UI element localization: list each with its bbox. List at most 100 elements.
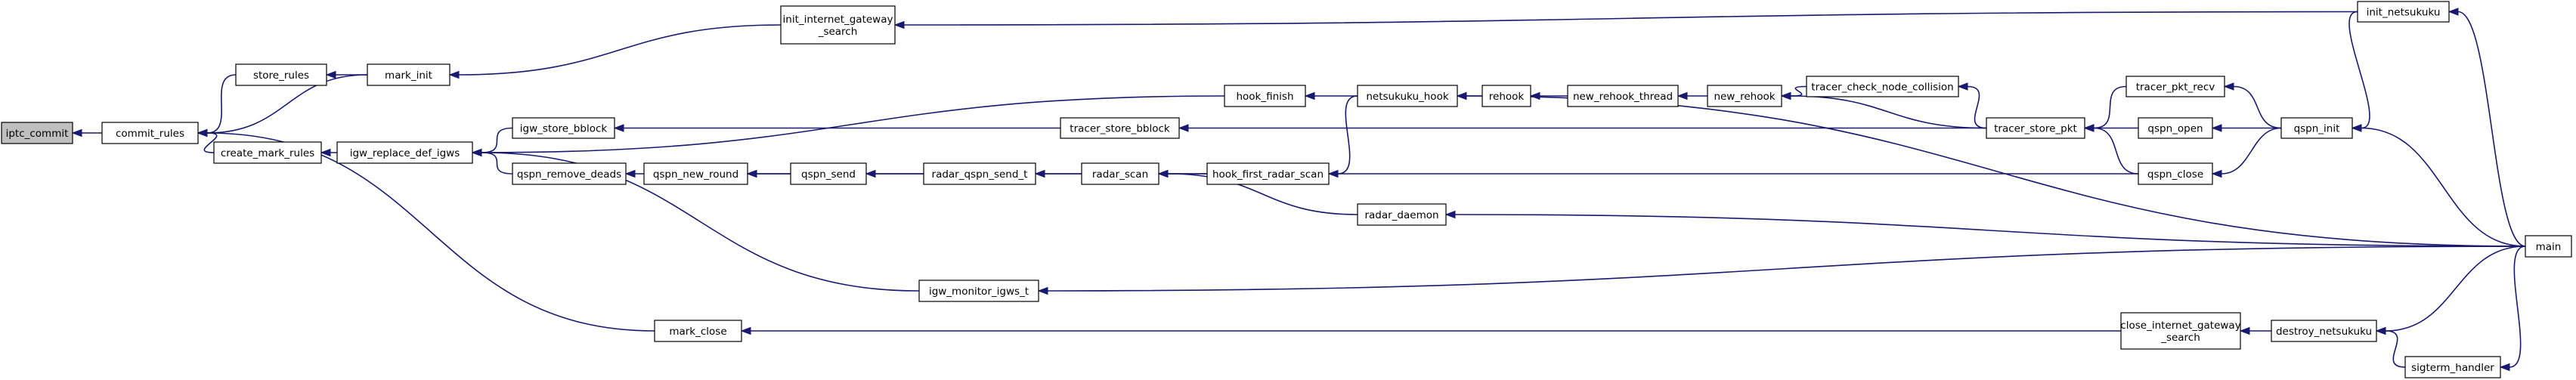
edge-igw-store-bblock-to-igw-replace-def-igws — [481, 127, 513, 153]
node-tracer-check-node-collision[interactable]: tracer_check_node_collision — [1806, 76, 1959, 97]
node-box — [1357, 85, 1458, 107]
node-hook-first-radar-scan[interactable]: hook_first_radar_scan — [1206, 162, 1330, 185]
node-netsukuku-hook[interactable]: netsukuku_hook — [1357, 85, 1458, 107]
node-commit-rules[interactable]: commit_rules — [101, 122, 199, 144]
node-qspn-init[interactable]: qspn_init — [2280, 117, 2353, 139]
edge-arrowhead — [624, 169, 636, 178]
node-box — [643, 162, 748, 185]
edge-arrowhead — [2083, 124, 2095, 132]
edge-arrowhead — [2223, 82, 2234, 91]
edge-arrowhead — [2239, 326, 2250, 335]
node-label: qspn_init — [2294, 123, 2340, 135]
node-sigterm-handler[interactable]: sigterm_handler — [2404, 356, 2501, 378]
node-box — [512, 117, 615, 139]
edge-arrowhead — [471, 148, 482, 157]
edge-arrowhead — [1677, 91, 1688, 100]
node-mark-init[interactable]: mark_init — [367, 63, 450, 86]
edge-arrowhead — [325, 70, 336, 79]
node-igw-replace-def-igws[interactable]: igw_replace_def_igws — [336, 141, 473, 164]
node-iptc-commit[interactable]: iptc_commit — [1, 122, 73, 144]
edge-arrowhead — [1456, 91, 1467, 100]
node-new-rehook[interactable]: new_rehook — [1707, 85, 1782, 107]
node-label: init_internet_gateway — [783, 14, 893, 26]
node-tracer-pkt-recv[interactable]: tracer_pkt_recv — [2126, 76, 2225, 97]
node-radar-scan[interactable]: radar_scan — [1081, 162, 1160, 185]
node-radar-qspn-send-t[interactable]: radar_qspn_send_t — [923, 162, 1036, 185]
edge-arrowhead — [71, 128, 82, 137]
node-qspn-new-round[interactable]: qspn_new_round — [643, 162, 748, 185]
node-box — [1482, 85, 1531, 107]
node-box — [1567, 85, 1679, 107]
node-label: tracer_store_bblock — [1070, 123, 1170, 135]
edge-main-to-igw-monitor-igws-t — [1047, 246, 2526, 292]
edge-main-to-radar-daemon — [1454, 214, 2526, 247]
edge-init-netsukuku-to-init-internet-gateway-search — [903, 11, 2358, 26]
node-box — [2120, 312, 2241, 350]
node-qspn-open[interactable]: qspn_open — [2138, 117, 2213, 139]
node-box — [790, 162, 867, 185]
node-igw-store-bblock[interactable]: igw_store_bblock — [512, 117, 615, 139]
edge-arrowhead — [197, 128, 208, 137]
node-label: init_netsukuku — [2367, 7, 2441, 19]
node-qspn-close[interactable]: qspn_close — [2138, 162, 2213, 185]
node-radar-daemon[interactable]: radar_daemon — [1357, 203, 1447, 226]
node-box — [2280, 117, 2353, 139]
node-label: radar_daemon — [1364, 209, 1438, 221]
edge-arrowhead — [1780, 91, 1791, 100]
node-tracer-store-pkt[interactable]: tracer_store_pkt — [1986, 117, 2085, 139]
node-label: igw_replace_def_igws — [350, 147, 460, 159]
node-label: create_mark_rules — [221, 147, 314, 159]
node-box — [780, 5, 896, 45]
node-box — [235, 63, 327, 86]
node-label: _search — [818, 26, 858, 38]
node-label: iptc_commit — [6, 128, 69, 140]
node-create-mark-rules[interactable]: create_mark_rules — [213, 141, 322, 164]
node-box — [512, 162, 627, 185]
node-hook-finish[interactable]: hook_finish — [1224, 85, 1306, 107]
node-new-rehook-thread[interactable]: new_rehook_thread — [1567, 85, 1679, 107]
node-destroy-netsukuku[interactable]: destroy_netsukuku — [2271, 320, 2377, 342]
edge-arrowhead — [448, 70, 460, 79]
edge-main-to-destroy-netsukuku — [2385, 246, 2526, 332]
node-label: destroy_netsukuku — [2276, 326, 2372, 338]
edges-layer — [71, 8, 2526, 372]
node-label: main — [2536, 241, 2562, 253]
node-igw-monitor-igws-t[interactable]: igw_monitor_igws_t — [918, 280, 1039, 302]
node-box — [2357, 1, 2450, 23]
node-label: radar_qspn_send_t — [932, 168, 1028, 181]
node-label: radar_scan — [1092, 168, 1148, 181]
edge-qspn-close-to-tracer-store-pkt — [2093, 127, 2139, 175]
edge-main-to-sigterm-handler — [2509, 246, 2526, 368]
node-mark-close[interactable]: mark_close — [654, 320, 742, 342]
node-box — [2126, 76, 2225, 97]
node-label: qspn_close — [2147, 168, 2203, 181]
edge-tracer-pkt-recv-to-tracer-store-pkt — [2093, 85, 2127, 129]
node-box — [923, 162, 1036, 185]
node-store-rules[interactable]: store_rules — [235, 63, 327, 86]
node-label: new_rehook_thread — [1573, 91, 1673, 103]
edge-radar-daemon-to-radar-scan — [1167, 173, 1358, 215]
edge-tracer-check-node-collision-to-new-rehook — [1790, 85, 1807, 97]
node-label: new_rehook — [1714, 91, 1775, 103]
node-box — [101, 122, 199, 144]
node-label: igw_monitor_igws_t — [929, 286, 1029, 298]
node-label: qspn_remove_deads — [517, 168, 621, 181]
edge-arrowhead — [1157, 169, 1169, 178]
node-init-internet-gateway-search[interactable]: init_internet_gateway_search — [780, 5, 896, 45]
node-main[interactable]: main — [2525, 235, 2572, 258]
node-close-internet-gateway-search[interactable]: close_internet_gateway_search — [2120, 312, 2241, 350]
node-box — [1081, 162, 1160, 185]
node-label: qspn_open — [2147, 123, 2203, 135]
node-rehook[interactable]: rehook — [1482, 85, 1531, 107]
edge-arrowhead — [320, 148, 331, 157]
node-tracer-store-bblock[interactable]: tracer_store_bblock — [1060, 117, 1180, 139]
node-box — [2271, 320, 2377, 342]
edge-arrowhead — [2375, 326, 2386, 335]
node-qspn-remove-deads[interactable]: qspn_remove_deads — [512, 162, 627, 185]
node-init-netsukuku[interactable]: init_netsukuku — [2357, 1, 2450, 23]
edge-hook-finish-to-igw-replace-def-igws — [481, 95, 1225, 153]
node-box — [1806, 76, 1959, 97]
node-qspn-send[interactable]: qspn_send — [790, 162, 867, 185]
edge-arrowhead — [746, 169, 757, 178]
